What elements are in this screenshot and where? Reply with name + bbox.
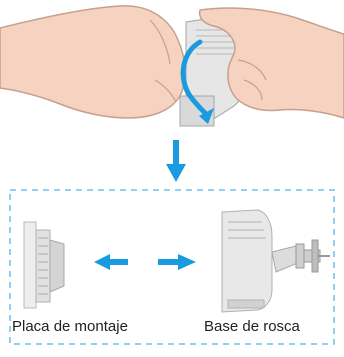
- mounting-plate-illustration: [23, 221, 65, 309]
- rotation-arrowhead: [199, 108, 214, 124]
- arrow-right-icon: [158, 254, 196, 270]
- screw-base-illustration: [221, 209, 330, 313]
- dashed-border-panel: [9, 189, 335, 345]
- right-hand-fingers: [237, 59, 267, 101]
- mounting-plate-label: Placa de montaje: [12, 318, 128, 335]
- screw-base-label: Base de rosca: [204, 318, 300, 335]
- left-hand-fingers: [149, 19, 177, 103]
- left-hand: [0, 5, 186, 119]
- hands-twisting-illustration: [0, 5, 344, 127]
- rotation-arrow-icon: [180, 39, 209, 117]
- arrow-down-icon: [166, 140, 186, 182]
- right-hand: [198, 7, 344, 119]
- arrow-left-icon: [94, 254, 128, 270]
